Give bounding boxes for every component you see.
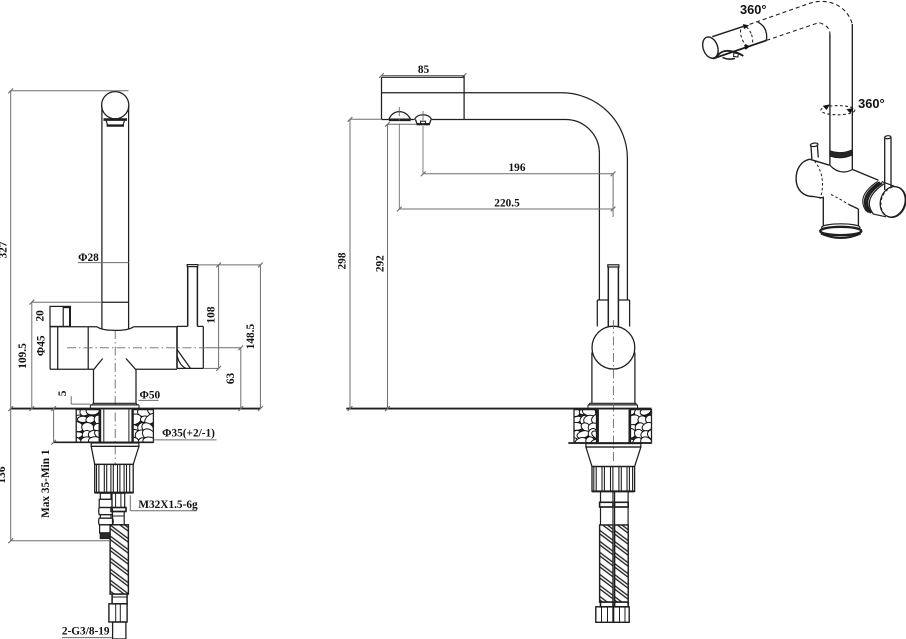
svg-text:Φ28: Φ28: [78, 252, 99, 264]
svg-text:298: 298: [337, 252, 349, 269]
svg-text:292: 292: [374, 255, 386, 272]
svg-text:20: 20: [35, 310, 47, 322]
svg-text:Φ50: Φ50: [139, 390, 160, 402]
svg-text:Max 35-Min 1: Max 35-Min 1: [40, 449, 52, 518]
svg-text:M32X1.5-6g: M32X1.5-6g: [138, 499, 198, 511]
svg-text:109.5: 109.5: [17, 343, 29, 369]
svg-text:136: 136: [0, 466, 8, 483]
svg-text:Φ35(+2/-1): Φ35(+2/-1): [162, 428, 215, 440]
svg-text:Φ45: Φ45: [35, 335, 47, 356]
svg-text:196: 196: [509, 162, 526, 174]
svg-text:360°: 360°: [858, 96, 884, 111]
svg-text:63: 63: [225, 373, 237, 385]
svg-text:360°: 360°: [740, 2, 766, 17]
svg-text:2-G3/8-19: 2-G3/8-19: [62, 626, 110, 638]
svg-text:220.5: 220.5: [494, 197, 520, 209]
svg-text:148.5: 148.5: [245, 324, 257, 350]
svg-text:327: 327: [0, 241, 9, 258]
svg-text:85: 85: [418, 64, 430, 76]
svg-text:5: 5: [57, 390, 69, 396]
svg-text:108: 108: [206, 306, 218, 323]
